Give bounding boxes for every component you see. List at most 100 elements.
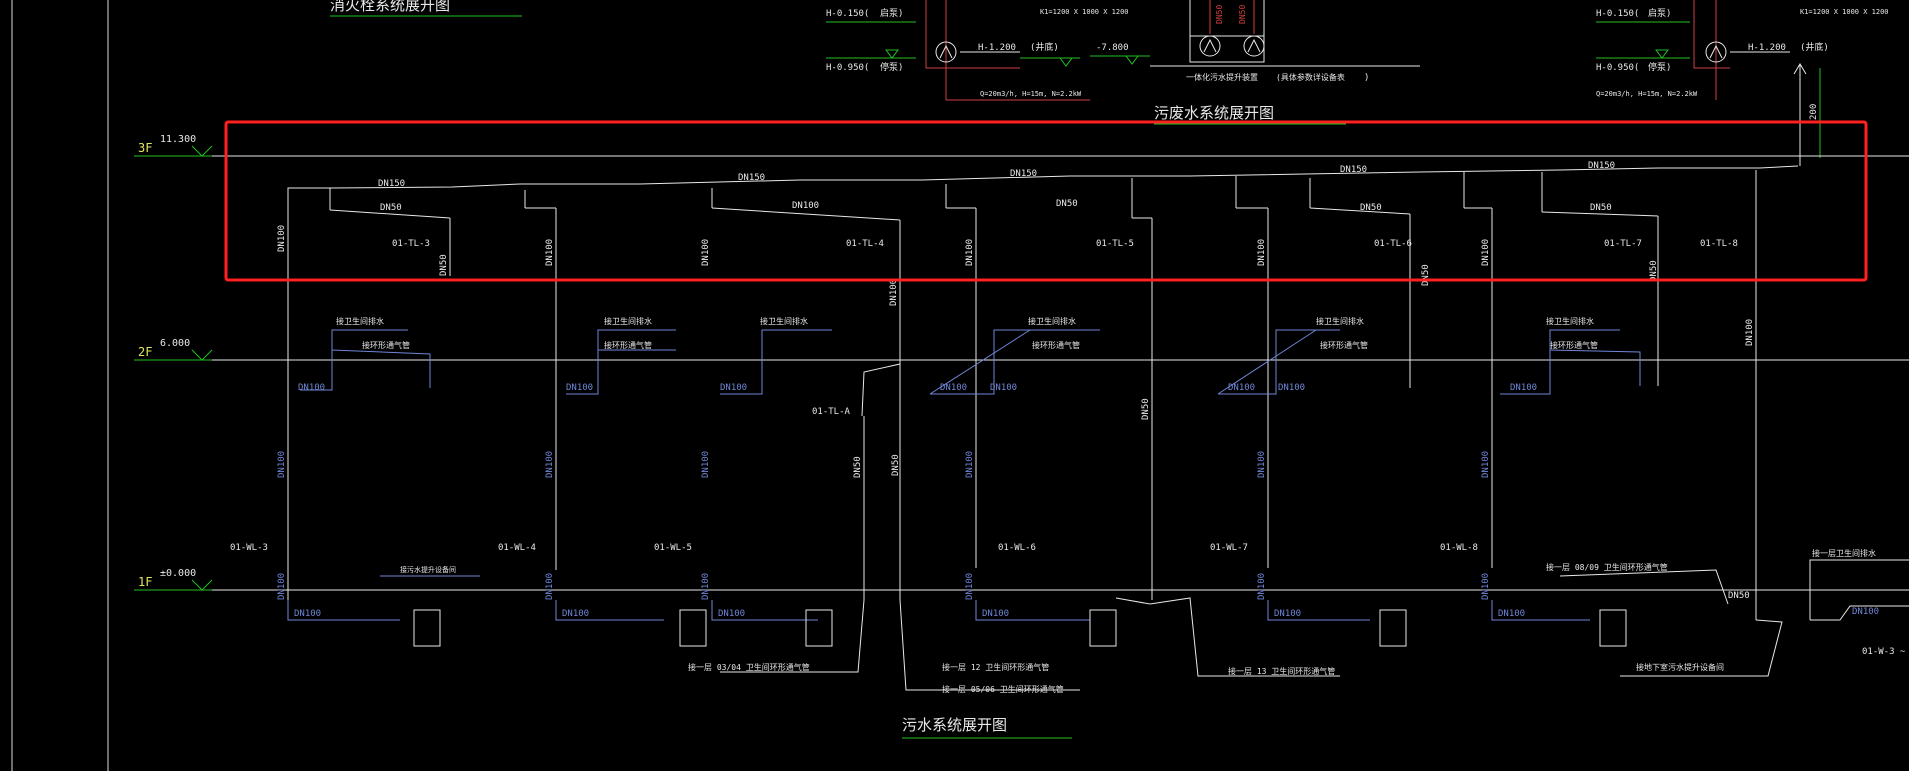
fixture-b-2: 接环形通气管 bbox=[1032, 340, 1080, 350]
main-label-4: DN150 bbox=[1340, 165, 1367, 175]
note-4: 接一层 13 卫生间环形通气管 bbox=[1228, 666, 1335, 676]
dn50-b: DN50 bbox=[891, 454, 901, 476]
second-floor-network bbox=[300, 329, 1641, 395]
sub-label-3: DN50 bbox=[1056, 199, 1078, 209]
h-label-2: DN100 bbox=[566, 383, 593, 393]
highlight-box bbox=[224, 120, 1868, 282]
hydrant-title: 消火栓系统展开图 bbox=[330, 0, 450, 14]
fixture-b-3: 接环形通气管 bbox=[1320, 340, 1368, 350]
right-pump-icon bbox=[1705, 41, 1727, 63]
note-3: 接一层 12 卫生间环形通气管 bbox=[942, 662, 1049, 672]
note-5: 接一层 08/09 卫生间环形通气管 bbox=[1546, 562, 1668, 572]
left-flow: Q=20m3/h, H=15m, N=2.2kW bbox=[980, 90, 1082, 98]
left-pump-icon bbox=[935, 41, 957, 63]
level-3f-elev: 11.300 bbox=[160, 134, 196, 145]
right-flow: Q=20m3/h, H=15m, N=2.2kW bbox=[1596, 90, 1698, 98]
level-1f-floor: 1F bbox=[138, 575, 152, 589]
main-label-2: DN150 bbox=[738, 173, 765, 183]
sub-label-4: DN50 bbox=[1360, 203, 1382, 213]
mid-text-a: 一体化污水提升装置 bbox=[1186, 72, 1258, 82]
f1-out-3: DN100 bbox=[718, 609, 745, 619]
lift-pump-b-icon bbox=[1243, 35, 1265, 57]
fixture-b-5: 接环形通气管 bbox=[604, 340, 652, 350]
h-label-6: DN100 bbox=[1228, 383, 1255, 393]
riser2-1: DN100 bbox=[277, 451, 287, 478]
sub-label-1: DN50 bbox=[380, 203, 402, 213]
tl-tag-6: 01-TL-6 bbox=[1374, 239, 1412, 249]
mid-pipe-b: DN50 bbox=[1238, 5, 1247, 24]
fixture-a-3: 接卫生间排水 bbox=[760, 316, 808, 326]
right-pump-note: (井底) bbox=[1800, 41, 1829, 53]
left-note: 接污水提升设备间 bbox=[400, 565, 456, 574]
mid-pipe-a: DN50 bbox=[1215, 5, 1224, 24]
level-3f: 11.300 3F bbox=[134, 134, 1909, 157]
wl-tag-6: 01-WL-6 bbox=[998, 543, 1036, 553]
tl-tag-5: 01-TL-5 bbox=[1096, 239, 1134, 249]
fixture-b-4: 接环形通气管 bbox=[1550, 340, 1598, 350]
h-label-5: DN100 bbox=[990, 383, 1017, 393]
riser-label-1: DN100 bbox=[277, 225, 287, 252]
left-h1-note: 启泵) bbox=[880, 7, 903, 19]
wl-tag-8: 01-WL-8 bbox=[1440, 543, 1478, 553]
riser-label-6: DN100 bbox=[1257, 239, 1267, 266]
sub-label-2: DN100 bbox=[792, 201, 819, 211]
sewage-title: 污水系统展开图 bbox=[902, 716, 1007, 734]
note-6: 接地下室污水提升设备间 bbox=[1636, 662, 1724, 672]
h-label-3: DN100 bbox=[720, 383, 747, 393]
level-3f-floor: 3F bbox=[138, 141, 152, 155]
fixture-a-6: 接卫生间排水 bbox=[1546, 316, 1594, 326]
f1-out-4: DN100 bbox=[982, 609, 1009, 619]
fixture-a-4: 接卫生间排水 bbox=[1028, 316, 1076, 326]
left-pump-well: H-0.150( 启泵) H-0.950( 停泵) H-1.200 (井底) K… bbox=[826, 0, 1129, 101]
f1-dn50: DN50 bbox=[1728, 591, 1750, 601]
small-riser-3: DN50 bbox=[1649, 260, 1659, 282]
right-h2-note: 停泵) bbox=[1648, 61, 1671, 73]
note-1: 接一层 03/04 卫生间环形通气管 bbox=[688, 662, 810, 672]
riser-label-3: DN100 bbox=[701, 239, 711, 266]
f1-riser-3: DN100 bbox=[701, 573, 711, 600]
mid-text-b: (具体参数详设备表 bbox=[1276, 72, 1345, 82]
tl-a: 01-TL-A bbox=[812, 407, 851, 417]
first-floor-network bbox=[287, 559, 1909, 691]
waste-title: 污废水系统展开图 bbox=[1154, 104, 1274, 122]
right-pump-h: H-1.200 bbox=[1748, 43, 1786, 53]
f1-riser-5: DN100 bbox=[1257, 573, 1267, 600]
dn50-a: DN50 bbox=[853, 456, 863, 478]
right-pit: K1=1200 X 1000 X 1200 bbox=[1800, 8, 1889, 16]
level-2f-floor: 2F bbox=[138, 345, 152, 359]
small-riser-1: DN50 bbox=[439, 254, 449, 276]
wl-tag-3: 01-WL-3 bbox=[230, 543, 268, 553]
riser2-2: DN100 bbox=[545, 451, 555, 478]
tl-tag-4: 01-TL-4 bbox=[846, 239, 884, 249]
w-tag: 01-W-3 ~ bbox=[1862, 647, 1906, 657]
lift-pump-a-icon bbox=[1199, 35, 1221, 57]
mid-text-c: ) bbox=[1364, 73, 1369, 83]
f1-out-1: DN100 bbox=[294, 609, 321, 619]
left-h2-note: 停泵) bbox=[880, 61, 903, 73]
tl-tag-3: 01-TL-3 bbox=[392, 239, 430, 249]
tl-tag-8: 01-TL-8 bbox=[1700, 239, 1738, 249]
main-label-3: DN150 bbox=[1010, 169, 1037, 179]
level-1f-elev: ±0.000 bbox=[160, 568, 196, 579]
f1-out-6: DN100 bbox=[1498, 609, 1525, 619]
wl-tag-7: 01-WL-7 bbox=[1210, 543, 1248, 553]
riser2-6: DN100 bbox=[1481, 451, 1491, 478]
f1-out-5: DN100 bbox=[1274, 609, 1301, 619]
fixture-b-1: 接环形通气管 bbox=[362, 340, 410, 350]
right-h1-note: 启泵) bbox=[1648, 7, 1671, 19]
h-label-8: DN100 bbox=[1510, 383, 1537, 393]
h-label-1: DN100 bbox=[298, 383, 325, 393]
left-h2: H-0.950( bbox=[826, 63, 869, 73]
right-h2: H-0.950( bbox=[1596, 63, 1639, 73]
main-label-1: DN150 bbox=[378, 179, 405, 189]
f1-riser-4: DN100 bbox=[965, 573, 975, 600]
fixture-a-5: 接卫生间排水 bbox=[1316, 316, 1364, 326]
right-note: 接一层卫生间排水 bbox=[1812, 548, 1876, 558]
note-2: 接一层 05/06 卫生间环形通气管 bbox=[942, 684, 1064, 694]
wl-tag-5: 01-WL-5 bbox=[654, 543, 692, 553]
right-pump-well: H-0.150( 启泵) H-0.950( 停泵) H-1.200 (井底) K… bbox=[1596, 0, 1889, 166]
f1-out-2: DN100 bbox=[562, 609, 589, 619]
h-label-7: DN100 bbox=[1278, 383, 1305, 393]
h-label-4: DN100 bbox=[940, 383, 967, 393]
